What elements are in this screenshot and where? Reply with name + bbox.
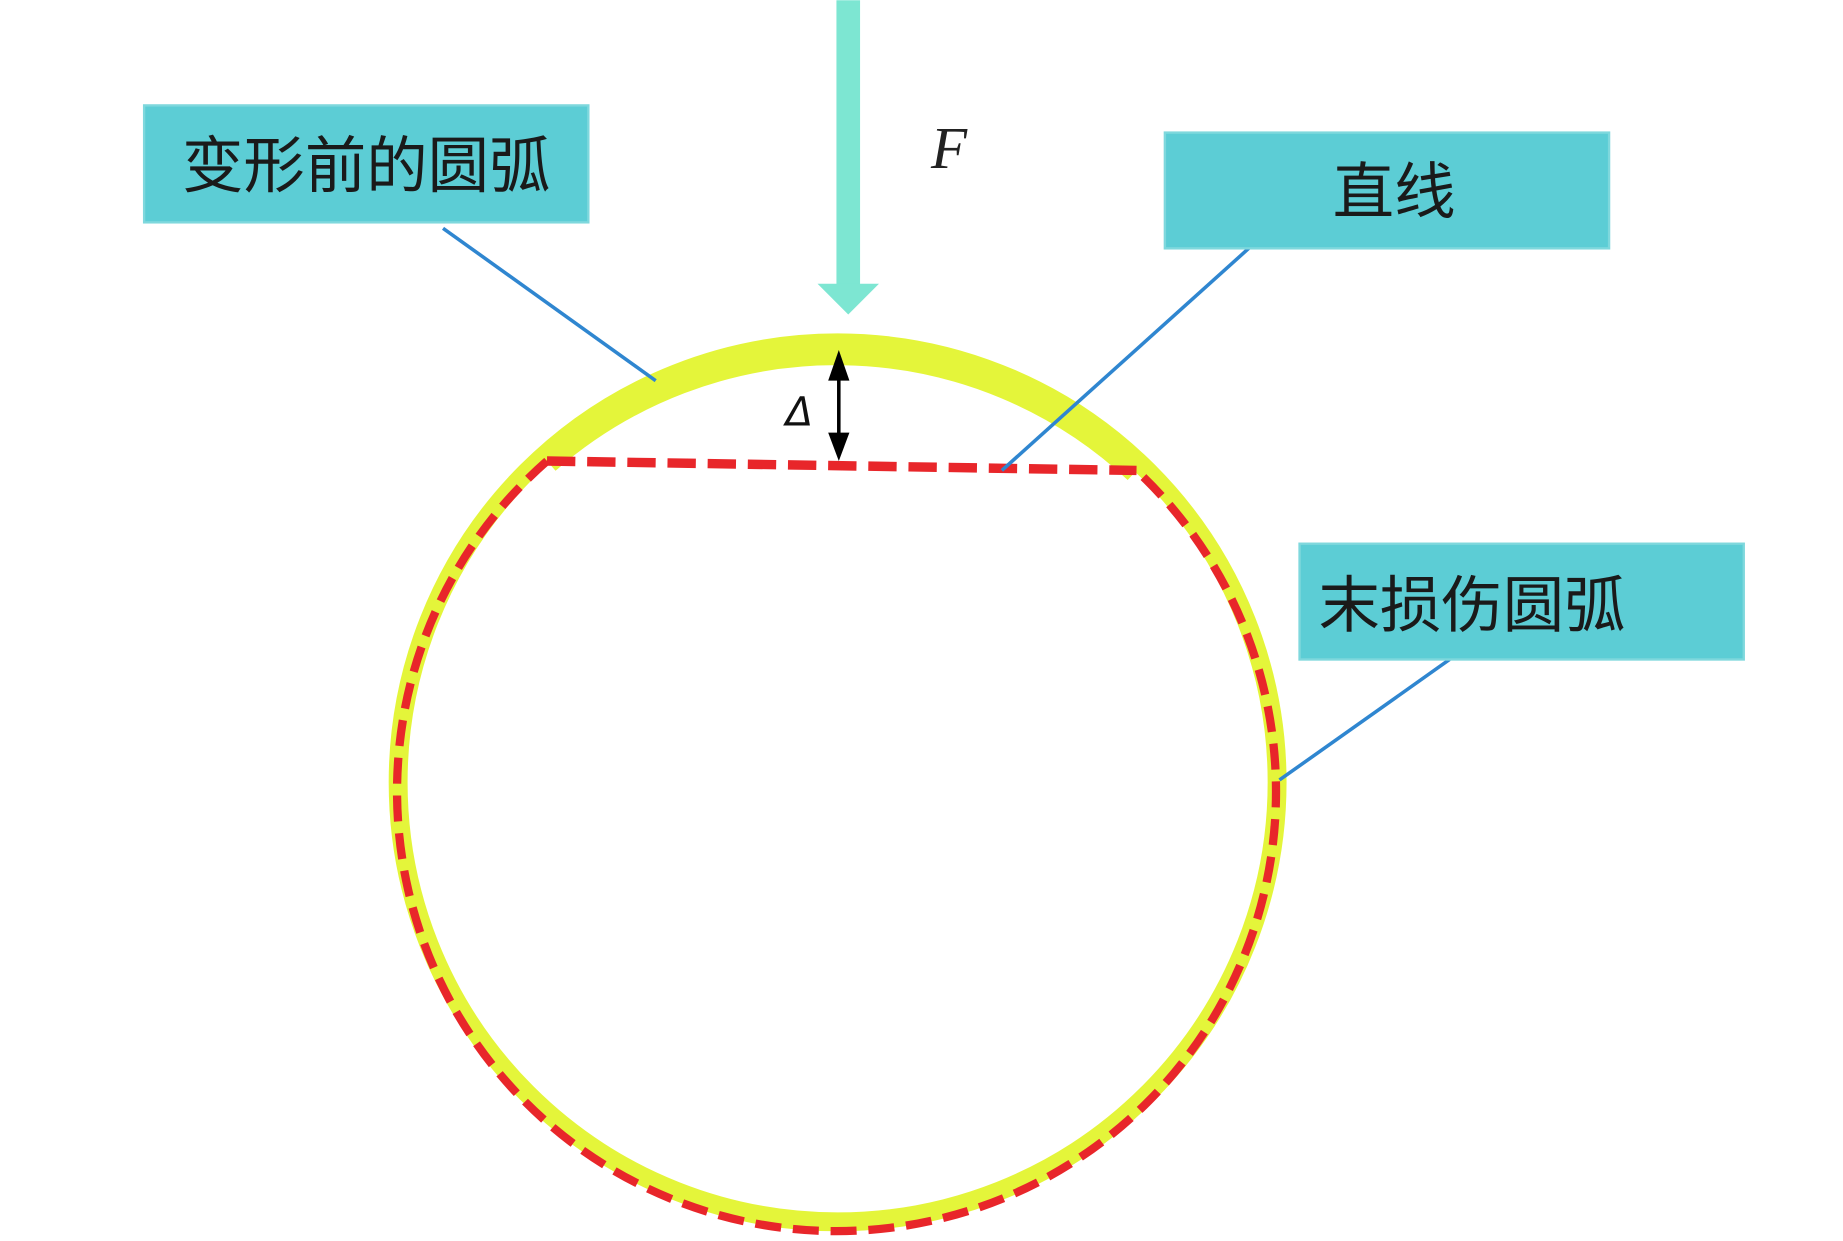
delta-arrow — [828, 349, 850, 462]
leader-line-straight — [1000, 247, 1250, 472]
original-top-arc — [538, 339, 1146, 480]
label-before-arc: 变形前的圆弧 — [182, 131, 551, 202]
leader-line-undamaged — [1278, 658, 1451, 782]
force-arrow — [817, 0, 879, 315]
label-box-undamaged: 末损伤圆弧 — [1298, 542, 1745, 661]
undamaged-arc-dashed — [392, 457, 1281, 1236]
chord-line-dashed — [546, 456, 1137, 476]
label-undamaged: 末损伤圆弧 — [1318, 570, 1625, 641]
label-box-straight: 直线 — [1163, 131, 1611, 250]
label-box-before-arc: 变形前的圆弧 — [142, 104, 590, 224]
leader-line-before-arc — [441, 226, 657, 383]
force-label: F — [930, 115, 968, 181]
delta-label: Δ — [783, 390, 813, 436]
label-straight: 直线 — [1333, 157, 1456, 228]
